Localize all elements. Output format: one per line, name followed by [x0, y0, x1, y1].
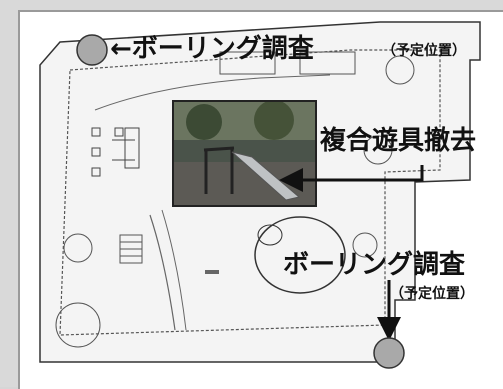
- bench-2: [299, 51, 356, 75]
- boring-label-mid: ボーリング調査: [283, 250, 466, 280]
- planter-left: [63, 233, 93, 263]
- planter-right-2: [352, 232, 378, 258]
- inner-path: [59, 49, 441, 336]
- removal-label: 複合遊具撤去: [320, 126, 477, 156]
- boring-note-mid: （予定位置）: [390, 286, 474, 302]
- plaza-feature: [257, 224, 283, 246]
- planter-right: [363, 135, 393, 165]
- marker-dash: [205, 270, 219, 274]
- bench-cluster: [119, 234, 143, 264]
- boring-marker-top: [76, 34, 108, 66]
- play-equipment-left: [91, 127, 140, 177]
- boring-note-top: （予定位置）: [382, 43, 466, 59]
- circular-plaza: [254, 216, 346, 294]
- planter-bottom-left: [55, 302, 101, 348]
- boring-label-top: ←ボーリング調査: [110, 34, 314, 64]
- walkway-arc: [149, 214, 176, 331]
- walkway-curve: [94, 74, 331, 111]
- bench-1: [219, 51, 276, 75]
- walkway-arc-2: [161, 209, 187, 331]
- removal-arrow: [279, 165, 424, 192]
- planter-top-right: [385, 55, 415, 85]
- boring-marker-bottom: [373, 337, 405, 369]
